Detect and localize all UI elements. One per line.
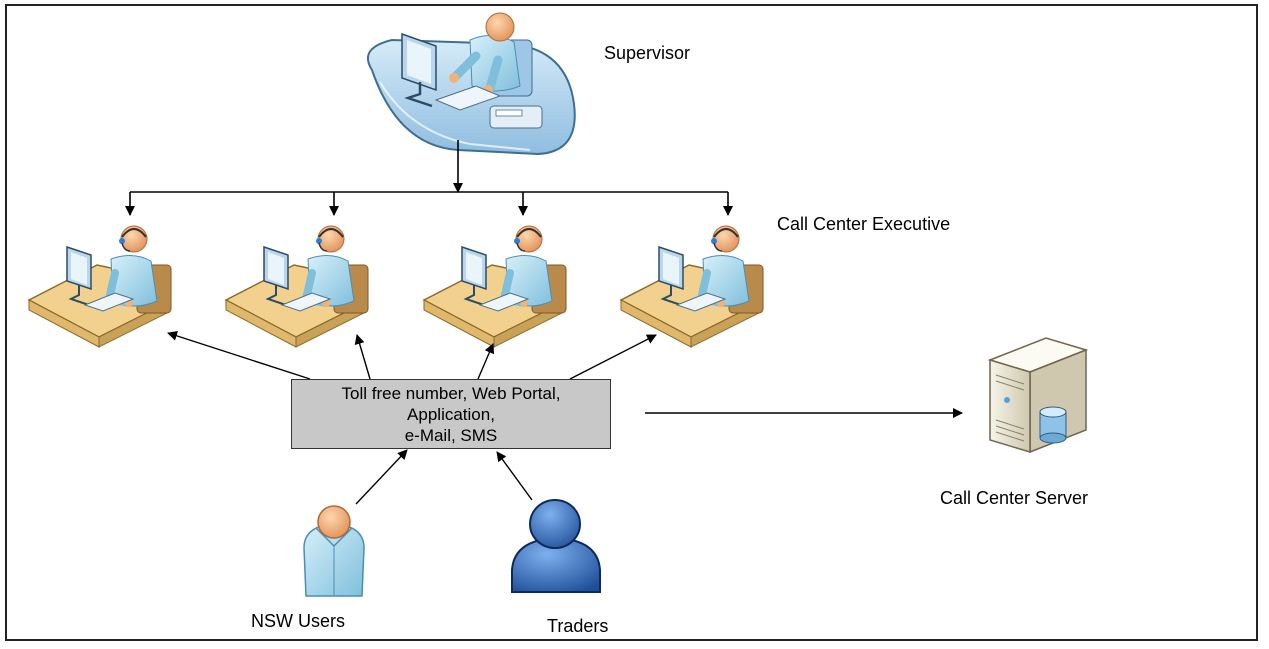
nsw-users-label: NSW Users — [251, 611, 345, 631]
server-label: Call Center Server — [940, 488, 1089, 508]
channels-line-3: e-Mail, SMS — [404, 425, 498, 445]
agent-workstation-icon — [424, 226, 566, 347]
traders-label: Traders — [547, 616, 609, 636]
supervisor-connectors — [125, 140, 733, 216]
channels-line-1: Toll free number, Web Portal, — [341, 383, 561, 403]
user-icon — [303, 505, 365, 597]
agent-workstation-icon — [29, 226, 171, 347]
server-icon — [987, 337, 1089, 454]
diagram-frame — [5, 4, 1258, 641]
supervisor-label: Supervisor — [604, 43, 691, 63]
agent-workstation-icon — [226, 226, 368, 347]
channel-arrows — [167, 331, 963, 505]
executive-label: Call Center Executive — [777, 214, 951, 234]
supervisor-workstation-icon — [367, 12, 576, 156]
channels-box: Toll free number, Web Portal, Applicatio… — [291, 379, 611, 449]
user-silhouette-icon — [511, 499, 601, 593]
agent-workstation-icon — [621, 226, 763, 347]
channels-line-2: Application, — [407, 404, 495, 424]
